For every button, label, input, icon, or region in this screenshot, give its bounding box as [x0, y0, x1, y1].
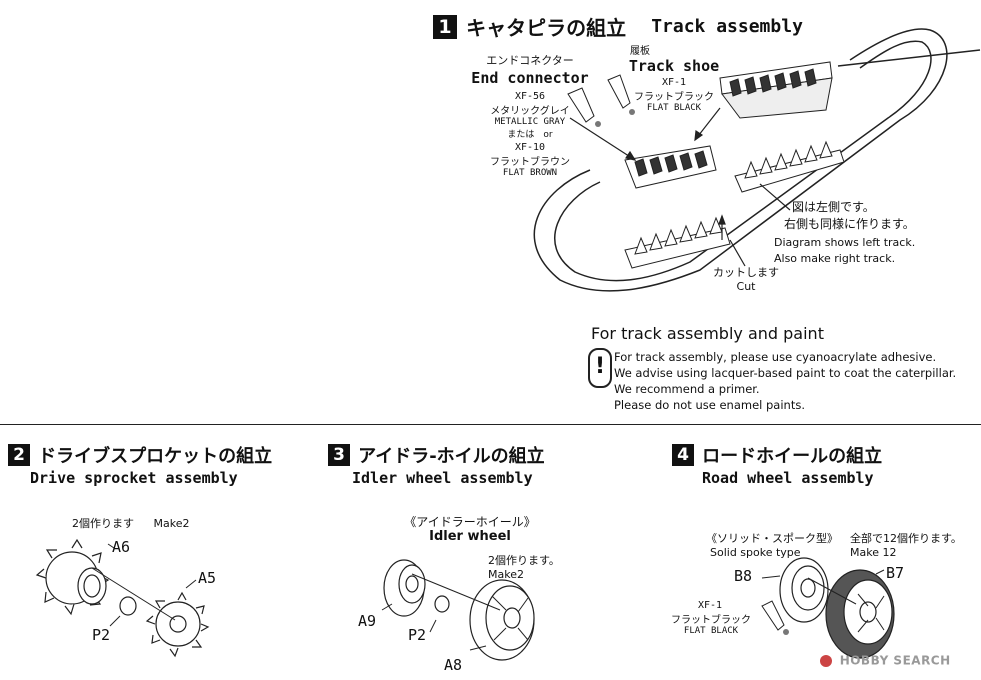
part-a5: A5 [198, 569, 217, 587]
track-shoe-en: Track shoe [628, 57, 720, 75]
step3-make-jp: 2個作ります。 [488, 554, 560, 567]
step3-title-en: Idler wheel assembly [352, 469, 533, 487]
part-a8: A8 [444, 656, 463, 674]
cut-en: Cut [736, 280, 756, 293]
section-divider [0, 424, 981, 425]
warning-icon: ! [588, 348, 612, 388]
step4-sub-jp: 《ソリッド・スポーク型》 [706, 532, 838, 545]
step3-sub: 《アイドラーホイール》 Idler wheel [380, 513, 560, 544]
diagram-note-jp2: 右側も同様に作ります。 [784, 217, 915, 231]
step2-header: 2 ドライブスプロケットの組立 [8, 442, 272, 468]
end-connector-jp: エンドコネクター [486, 54, 574, 67]
step3-title-jp: アイドラ-ホイルの組立 [358, 446, 545, 467]
notice-line-2: We advise using lacquer-based paint to c… [614, 366, 957, 380]
step3-make: 2個作ります。 Make2 [488, 552, 560, 581]
part-a9: A9 [358, 612, 377, 630]
diagram-note-jp1: 図は左側です。 [792, 200, 875, 214]
step2-make-en: Make2 [153, 517, 190, 530]
end-connector-en: End connector [471, 69, 589, 87]
step4-make-en: Make 12 [850, 546, 897, 559]
track-shoe-paint-en: FLAT BLACK [646, 103, 702, 113]
end-connector-paint2-jp: フラットブラウン [490, 157, 570, 168]
step3-sub-jp: 《アイドラーホイール》 [404, 515, 536, 529]
step4-paint-en: FLAT BLACK [683, 626, 739, 636]
track-shoe-paint-code: XF-1 [661, 77, 687, 88]
part-b7: B7 [886, 564, 905, 582]
step3-header: 3 アイドラ-ホイルの組立 [328, 442, 545, 468]
watermark-logo-icon [820, 654, 832, 667]
step2-number: 2 [8, 444, 30, 466]
end-connector-paint1-code: XF-56 [514, 91, 546, 102]
step4-title-jp: ロードホイールの組立 [702, 446, 883, 467]
end-connector-or: または or [507, 130, 553, 140]
notice-line-1: For track assembly, please use cyanoacry… [614, 350, 937, 364]
end-connector-paint1-jp: メタリックグレイ [490, 106, 570, 117]
step4-title-en: Road wheel assembly [702, 469, 874, 487]
step4-sub: 《ソリッド・スポーク型》 Solid spoke type [706, 530, 838, 559]
part-p2-step3: P2 [408, 626, 427, 644]
cut-jp: カットします [713, 266, 779, 279]
part-b8: B8 [734, 567, 753, 585]
step1-title-jp: キャタピラの組立 [466, 16, 627, 40]
notice-heading: For track assembly and paint [591, 324, 824, 343]
step4-paint-code: XF-1 [698, 600, 723, 611]
step2-title-en: Drive sprocket assembly [30, 469, 238, 487]
watermark: HOBBY SEARCH [820, 653, 951, 668]
notice-lines: For track assembly, please use cyanoacry… [614, 349, 956, 413]
step2-make: 2個作ります Make2 [72, 515, 189, 531]
track-shoe-paint-jp: フラットブラック [634, 92, 714, 103]
diagram-note-jp: 図は左側です。 右側も同様に作ります。 [784, 198, 915, 232]
step1-header: 1 キャタピラの組立 Track assembly [433, 12, 803, 41]
end-connector-paint2-en: FLAT BROWN [502, 168, 558, 178]
end-connector-paint1-en: METALLIC GRAY [494, 117, 566, 127]
diagram-note-en: Diagram shows left track. Also make righ… [774, 236, 915, 265]
track-shoe-jp: 履板 [630, 46, 650, 57]
cut-label: カットします Cut [706, 264, 786, 293]
step1-title-en: Track assembly [651, 16, 803, 37]
step4-make-jp: 全部で12個作ります。 [850, 532, 962, 545]
warning-glyph: ! [594, 354, 606, 379]
step2-title-jp: ドライブスプロケットの組立 [38, 446, 273, 467]
step4-paint: XF-1 フラットブラック FLAT BLACK [668, 600, 754, 636]
step4-number: 4 [672, 444, 694, 466]
end-connector-label: エンドコネクター End connector XF-56 メタリックグレイ ME… [470, 52, 590, 178]
diagram-note-en1: Diagram shows left track. [774, 236, 916, 249]
step3-number: 3 [328, 444, 350, 466]
step2-make-jp: 2個作ります [72, 517, 134, 530]
step4-sub-en: Solid spoke type [710, 546, 801, 559]
track-shoe-label: 履板 Track shoe XF-1 フラットブラック FLAT BLACK [624, 42, 724, 113]
end-connector-paint2-code: XF-10 [514, 142, 546, 153]
step4-make: 全部で12個作ります。 Make 12 [850, 530, 962, 559]
step1-number: 1 [433, 14, 457, 39]
notice-line-4: Please do not use enamel paints. [614, 398, 805, 412]
diagram-note-en2: Also make right track. [774, 252, 896, 265]
notice-line-3: We recommend a primer. [614, 382, 760, 396]
step4-header: 4 ロードホイールの組立 [672, 442, 882, 468]
part-p2-step2: P2 [92, 626, 111, 644]
watermark-text: HOBBY SEARCH [839, 653, 951, 668]
part-a6: A6 [112, 538, 131, 556]
step4-paint-jp: フラットブラック [671, 615, 751, 626]
step3-sub-en: Idler wheel [429, 529, 511, 544]
step3-make-en: Make2 [488, 568, 524, 581]
